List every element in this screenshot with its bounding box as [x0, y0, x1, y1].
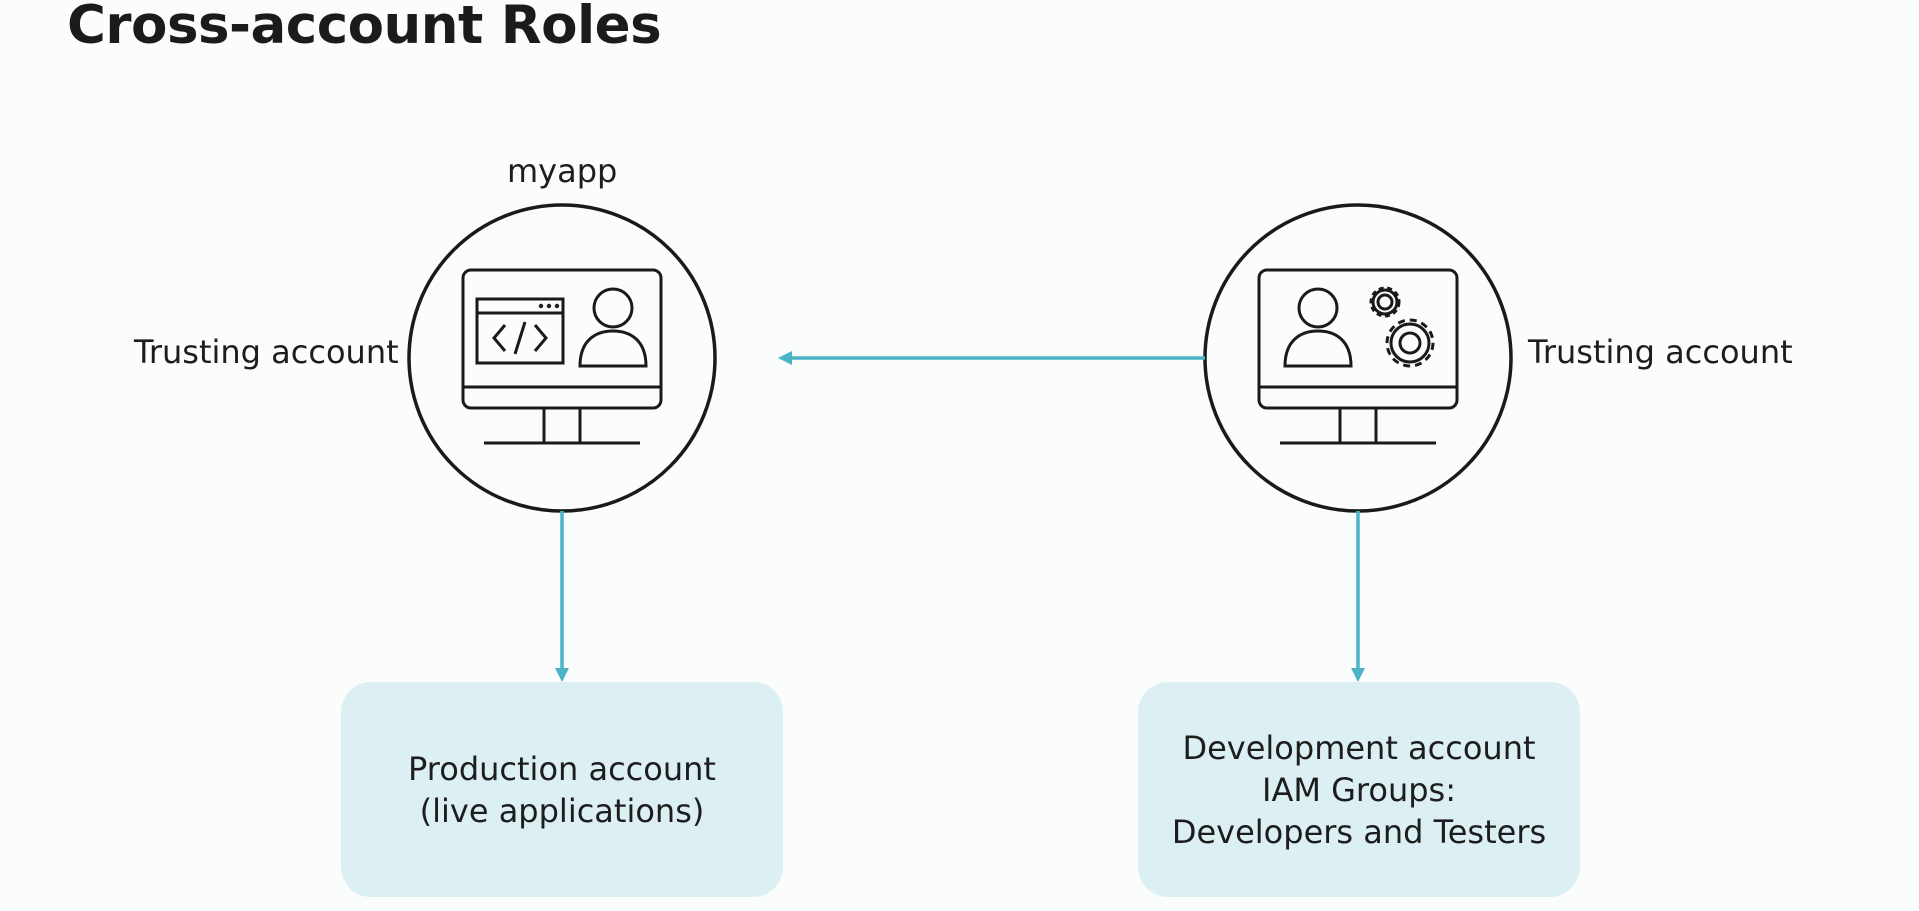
large-gear-icon: [1385, 318, 1435, 368]
monitor-code-user-icon: [461, 268, 663, 445]
right-node: [1203, 203, 1513, 513]
trust-arrow: [778, 351, 1205, 365]
production-account-line-2: (live applications): [419, 791, 705, 830]
left-down-arrow: [555, 511, 569, 682]
page-title: Cross-account Roles: [67, 0, 662, 56]
left-node-caption: myapp: [507, 152, 618, 190]
production-account-box: Production account (live applications): [341, 682, 783, 897]
right-down-arrow: [1351, 511, 1365, 682]
development-account-line-2: IAM Groups:: [1262, 770, 1456, 809]
left-node: [407, 203, 717, 513]
monitor-user-gears-icon: [1257, 268, 1459, 445]
development-account-line-1: Development account: [1182, 728, 1536, 767]
development-account-box: Development account IAM Groups: Develope…: [1138, 682, 1580, 897]
development-account-line-3: Developers and Testers: [1171, 812, 1547, 851]
left-node-side-label: Trusting account: [134, 333, 399, 371]
right-node-circle: [1203, 203, 1513, 513]
production-account-line-1: Production account: [408, 749, 716, 788]
right-node-side-label: Trusting account: [1528, 333, 1793, 371]
small-gear-icon: [1369, 286, 1401, 318]
